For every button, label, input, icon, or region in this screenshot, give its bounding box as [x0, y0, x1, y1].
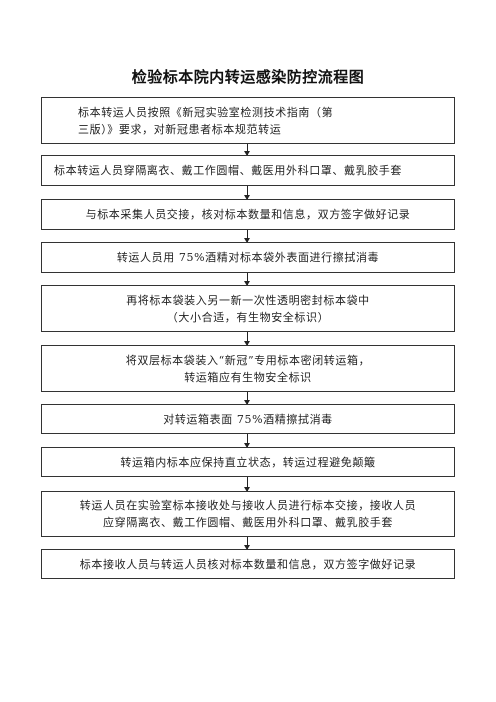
flow-step-1-line-1: 标本转运人员按照《新冠实验室检测技术指南（第	[78, 105, 334, 119]
flow-step-5-line-2: （大小合适，有生物安全标识）	[166, 310, 330, 324]
flow-step-4-line-1: 转运人员用 75%酒精对标本袋外表面进行擦拭消毒	[116, 251, 380, 264]
flowchart-title: 检验标本院内转运感染防控流程图	[131, 68, 365, 86]
flow-step-5: 再将标本袋装入另一新一次性透明密封标本袋中 （大小合适，有生物安全标识）	[41, 285, 455, 332]
flow-step-6: 将双层标本袋装入“新冠”专用标本密闭转运箱， 转运箱应有生物安全标识	[41, 345, 455, 392]
flow-step-8-line-1: 转运箱内标本应保持直立状态，转运过程避免颠簸	[120, 455, 376, 469]
flow-step-5-line-1: 再将标本袋装入另一新一次性透明密封标本袋中	[126, 293, 370, 307]
flow-step-9-line-1: 转运人员在实验室标本接收处与接收人员进行标本交接，接收人员	[79, 499, 417, 512]
flow-step-6-line-1: 将双层标本袋装入“新冠”专用标本密闭转运箱，	[125, 353, 371, 367]
flow-step-4: 转运人员用 75%酒精对标本袋外表面进行擦拭消毒	[41, 242, 455, 273]
flow-step-8: 转运箱内标本应保持直立状态，转运过程避免颠簸	[41, 447, 455, 477]
flow-step-3: 与标本采集人员交接，核对标本数量和信息，双方签字做好记录	[41, 199, 455, 230]
flow-step-1: 标本转运人员按照《新冠实验室检测技术指南（第 三版）》要求，对新冠患者标本规范转…	[41, 97, 455, 144]
flow-arrow	[244, 186, 250, 200]
flow-step-9: 转运人员在实验室标本接收处与接收人员进行标本交接，接收人员 应穿隔离衣、戴工作圆…	[41, 491, 455, 537]
flow-step-2: 标本转运人员穿隔离衣、戴工作圆帽、戴医用外科口罩、戴乳胶手套	[41, 155, 455, 186]
flow-arrow	[244, 537, 250, 550]
flow-arrow	[244, 144, 250, 156]
flow-step-3-line-1: 与标本采集人员交接，核对标本数量和信息，双方签字做好记录	[85, 208, 411, 221]
flow-arrow	[244, 392, 250, 405]
flow-step-10: 标本接收人员与转运人员核对标本数量和信息，双方签字做好记录	[41, 549, 455, 579]
flow-arrow	[244, 434, 250, 448]
flow-arrow	[244, 332, 250, 346]
flow-step-2-line-1: 标本转运人员穿隔离衣、戴工作圆帽、戴医用外科口罩、戴乳胶手套	[54, 164, 402, 177]
flow-arrow	[244, 477, 250, 492]
flow-step-7-line-1: 对转运箱表面 75%酒精擦拭消毒	[163, 412, 333, 426]
flow-step-7: 对转运箱表面 75%酒精擦拭消毒	[41, 404, 455, 434]
flow-step-6-line-2: 转运箱应有生物安全标识	[184, 370, 312, 384]
flow-step-9-line-2: 应穿隔离衣、戴工作圆帽、戴医用外科口罩、戴乳胶手套	[103, 516, 393, 529]
flow-arrow	[244, 273, 250, 286]
flow-step-1-line-2: 三版）》要求，对新冠患者标本规范转运	[78, 122, 282, 136]
flow-arrow	[244, 230, 250, 243]
flow-step-10-line-1: 标本接收人员与转运人员核对标本数量和信息，双方签字做好记录	[79, 557, 417, 571]
